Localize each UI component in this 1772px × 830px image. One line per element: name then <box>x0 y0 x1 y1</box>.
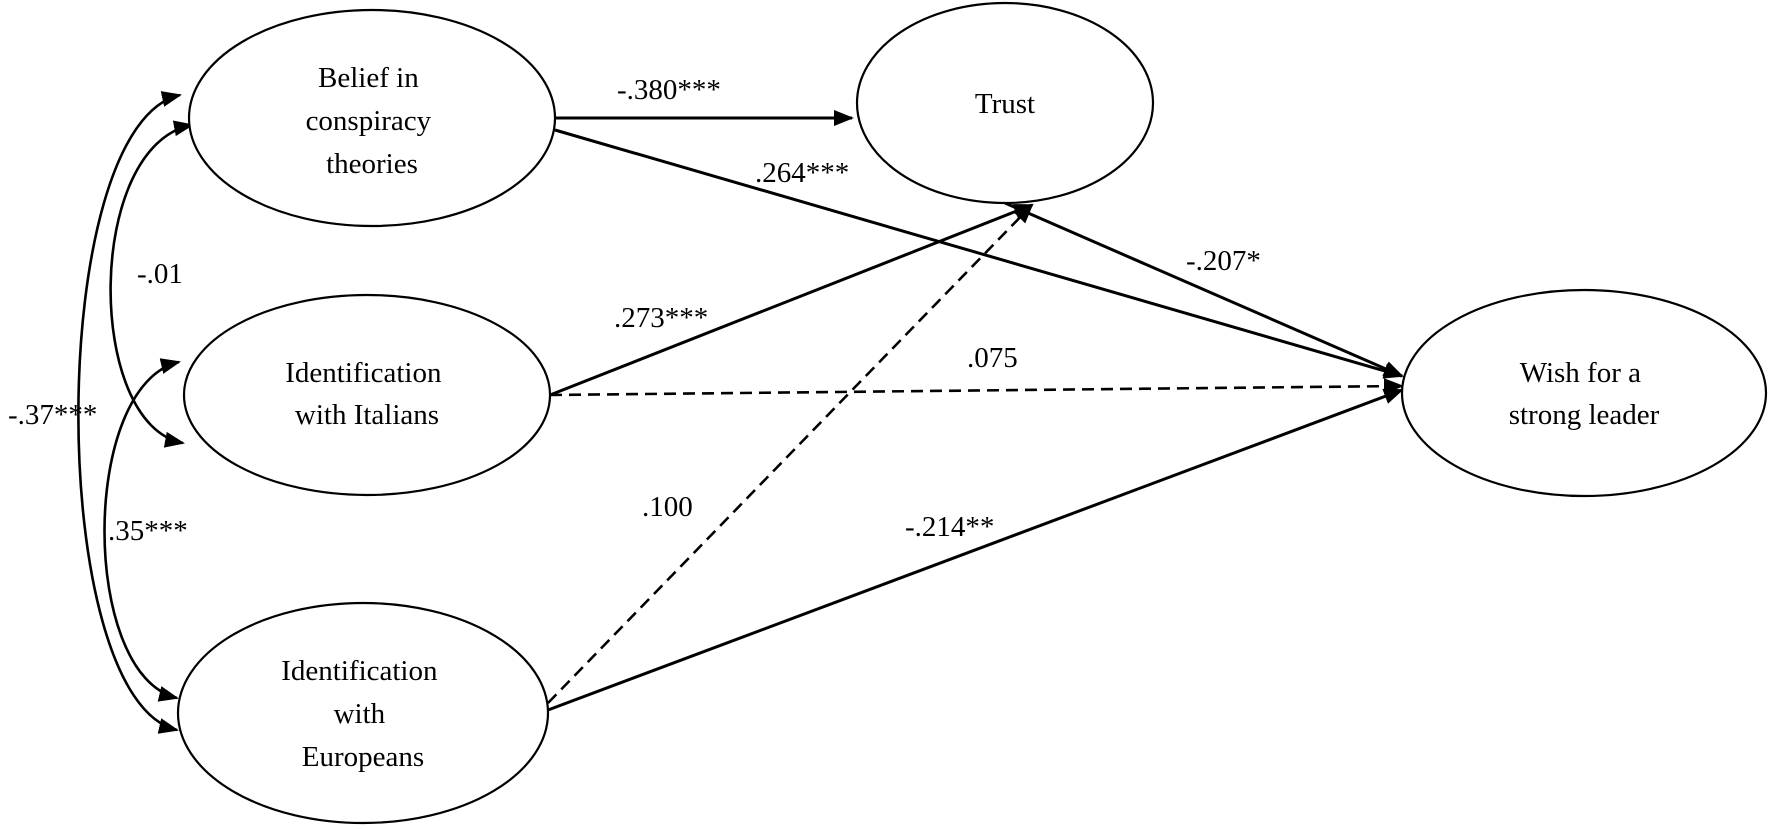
coef-correlation-italians-europeans: .35*** <box>108 515 188 547</box>
node-italians-line-1: Identification <box>285 357 442 389</box>
svg-text:Wish for a strong leader: Wish for a strong leader <box>1509 357 1660 431</box>
coef-correlation-conspiracy-italians: -.01 <box>137 258 183 290</box>
node-europeans: Identification with Europeans <box>176 601 550 825</box>
svg-text:Identification with: Identification with Europeans <box>281 655 444 773</box>
coef-trust-to-leader: -.207* <box>1186 245 1261 277</box>
svg-text:Trust: Trust <box>975 88 1035 120</box>
svg-text:Belief in conspiracy: Belief in conspiracy theories <box>306 62 439 180</box>
node-conspiracy-line-3: theories <box>326 148 418 180</box>
coef-italians-to-trust: .273*** <box>614 302 708 334</box>
path-europeans-to-leader <box>547 388 1404 712</box>
node-trust-line-1: Trust <box>975 88 1035 120</box>
node-italians-line-2: with Italians <box>295 399 439 431</box>
path-italians-to-trust <box>549 203 1034 397</box>
coef-correlation-conspiracy-europeans: -.37*** <box>8 399 97 431</box>
coef-europeans-to-leader: -.214** <box>905 511 994 543</box>
node-conspiracy-line-1: Belief in <box>318 62 419 94</box>
node-trust: Trust <box>855 1 1155 205</box>
path-italians-to-leader <box>549 378 1404 397</box>
correlation-arc-conspiracy-italians <box>109 120 194 448</box>
path-trust-to-leader <box>1004 201 1404 378</box>
node-leader-line-1: Wish for a <box>1520 357 1641 389</box>
svg-text:Identification with Ital: Identification with Italians <box>285 357 448 431</box>
coef-italians-to-leader: .075 <box>967 342 1018 374</box>
coef-conspiracy-to-trust: -.380*** <box>617 74 721 106</box>
node-leader: Wish for a strong leader <box>1400 288 1768 498</box>
node-europeans-line-1: Identification <box>281 655 438 687</box>
coef-conspiracy-to-leader: .264*** <box>755 157 849 189</box>
correlation-arc-conspiracy-europeans <box>77 91 182 734</box>
node-leader-line-2: strong leader <box>1509 399 1660 431</box>
node-conspiracy-line-2: conspiracy <box>306 105 432 137</box>
correlation-arc-italians-europeans <box>103 358 181 702</box>
node-conspiracy: Belief in conspiracy theories <box>187 8 557 228</box>
node-europeans-line-2: with <box>334 698 386 730</box>
node-italians: Identification with Italians <box>182 293 552 497</box>
node-europeans-line-3: Europeans <box>302 741 424 773</box>
coef-europeans-to-trust: .100 <box>642 491 693 523</box>
path-conspiracy-to-leader <box>554 128 1404 379</box>
path-europeans-to-trust <box>547 203 1034 704</box>
